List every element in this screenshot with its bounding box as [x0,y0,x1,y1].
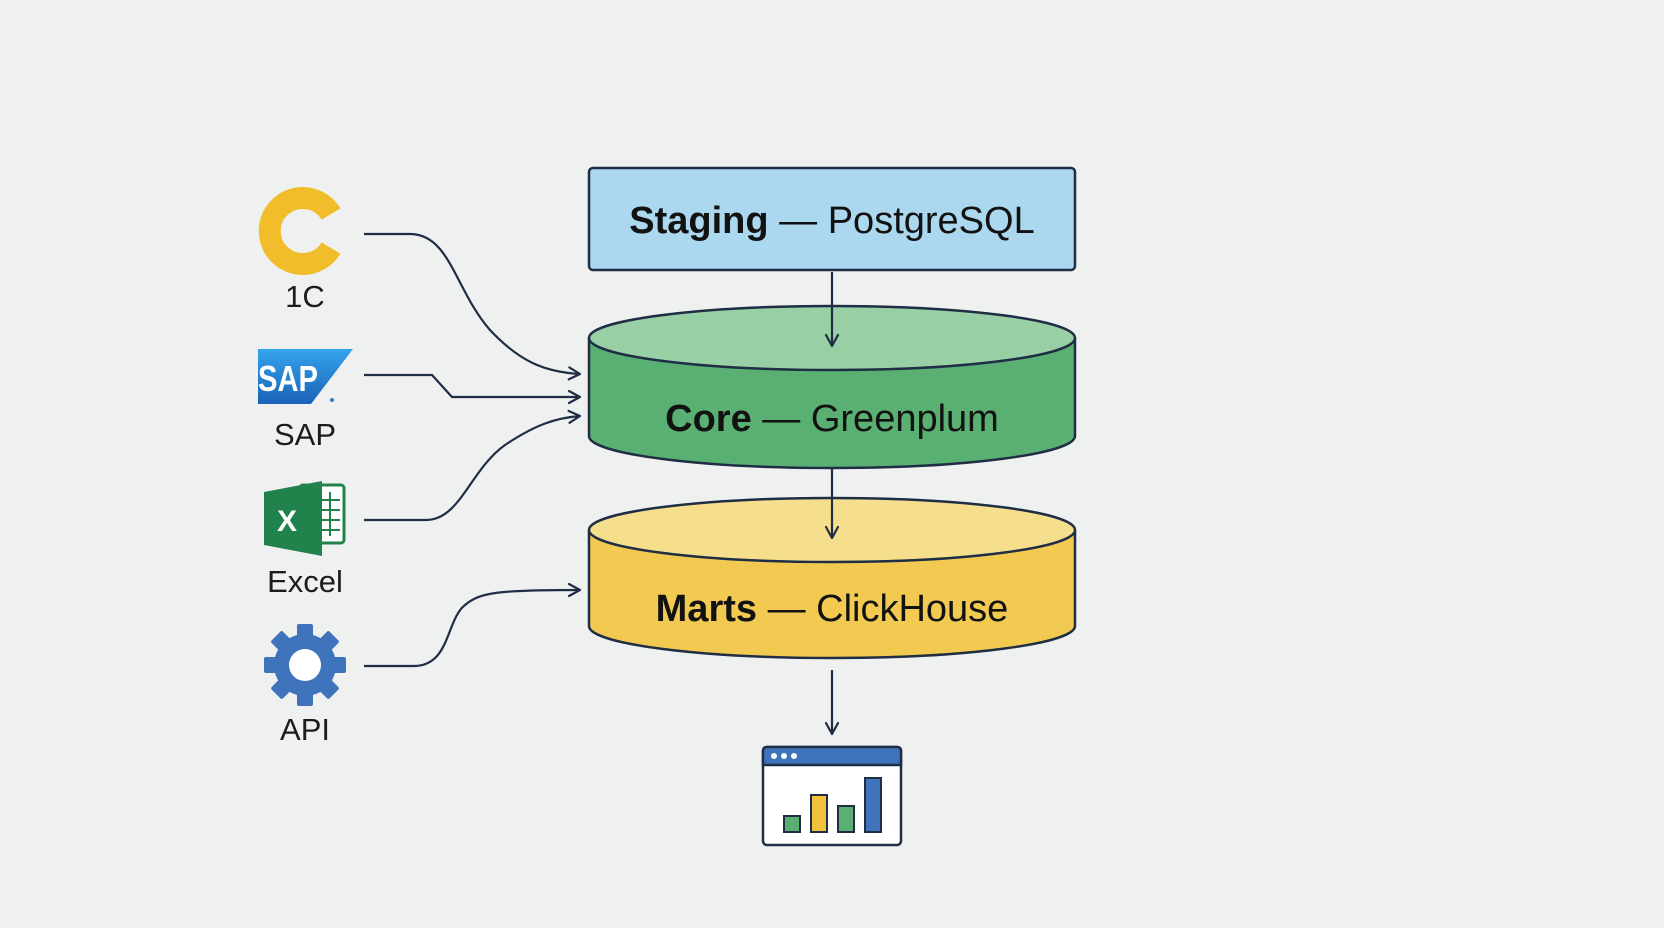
staging-name: Staging [629,200,768,242]
core-tech: — Greenplum [752,398,999,440]
gear-icon [264,624,346,706]
core-cylinder-body [587,338,1077,470]
source-label-1c: 1C [285,279,325,314]
dashboard-chart-icon [761,745,903,847]
connector-sap-to-core [364,373,582,405]
dashboard-bar-2 [810,794,828,833]
1c-logo-icon [258,187,341,275]
staging-box [587,166,1077,272]
core-label: Core — Greenplum [665,398,999,440]
staging-tech: — PostgreSQL [769,200,1035,242]
dashboard-bar-4 [864,777,882,833]
source-excel: X Excel [264,481,346,599]
excel-logo-letter: X [277,505,297,538]
source-api: API [264,624,346,747]
source-label-excel: Excel [267,564,343,599]
connector-1c-to-core [364,232,582,381]
marts-cylinder-body [587,530,1077,660]
layer-staging: Staging — PostgreSQL [587,166,1077,272]
sap-logo-icon: SAP [258,349,353,404]
dashboard-bar-3 [837,805,855,833]
layer-core: Core — Greenplum [587,304,1077,470]
source-1c: 1C [258,187,341,314]
staging-label: Staging — PostgreSQL [629,200,1034,242]
marts-name: Marts [656,588,757,630]
dashboard-bar-1 [783,815,801,833]
marts-tech: — ClickHouse [757,588,1008,630]
layer-marts: Marts — ClickHouse [587,496,1077,660]
connector-api-to-marts [364,582,582,668]
excel-icon: X [264,481,346,556]
connector-excel-to-core [364,409,582,522]
marts-label: Marts — ClickHouse [656,588,1009,630]
source-label-api: API [280,712,330,747]
sap-logo-text: SAP [258,358,318,399]
source-sap: SAP SAP [258,349,353,452]
source-label-sap: SAP [274,417,336,452]
core-name: Core [665,398,752,440]
